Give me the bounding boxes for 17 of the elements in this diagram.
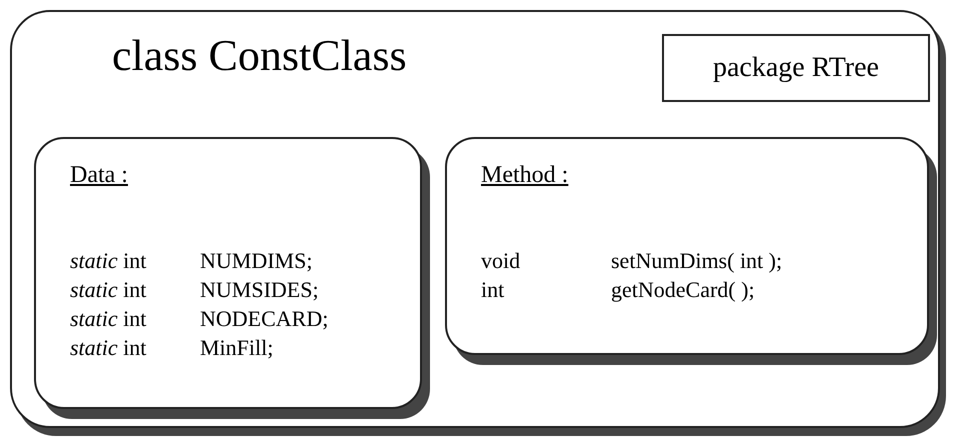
package-label: package RTree — [712, 51, 880, 85]
member-name: NUMSIDES; — [200, 276, 320, 303]
member-type: void — [481, 247, 522, 274]
member-type: static int — [70, 334, 148, 361]
member-type: static int — [70, 305, 148, 332]
member-name: NODECARD; — [200, 305, 328, 332]
member-type: static int — [70, 247, 148, 274]
member-name: NUMDIMS; — [200, 247, 314, 274]
member-name: setNumDims( int ); — [611, 247, 782, 274]
package-box — [662, 34, 930, 102]
member-type: static int — [70, 276, 148, 303]
class-title: class ConstClass — [112, 34, 407, 78]
section-heading: Method : — [481, 163, 568, 187]
member-name: getNodeCard( ); — [611, 276, 756, 303]
member-name: MinFill; — [200, 334, 274, 361]
section-heading: Data : — [70, 163, 128, 187]
member-type: int — [481, 276, 506, 303]
